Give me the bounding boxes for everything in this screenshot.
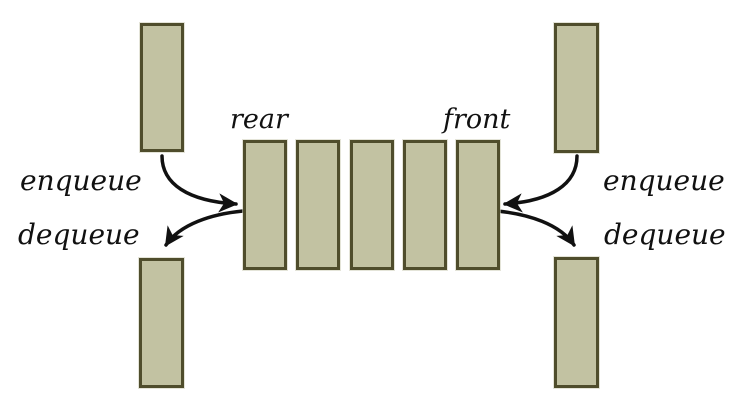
incoming-item-block-top-left [140, 23, 184, 152]
queue-cell [243, 140, 287, 270]
dequeue-left-label: dequeue [18, 218, 140, 251]
rear-label: rear [230, 104, 288, 135]
dequeue-left-arrow [164, 209, 245, 247]
dequeue-right-arrow [495, 209, 576, 247]
queue-cell [349, 140, 394, 270]
dequeue-right-label: dequeue [604, 218, 726, 251]
queue-cell [456, 140, 500, 270]
queue-cell [296, 140, 341, 270]
enqueue-right-label: enqueue [603, 164, 725, 197]
incoming-item-block-top-right [554, 23, 599, 153]
queue-cells [243, 140, 500, 270]
enqueue-left-label: enqueue [20, 164, 142, 197]
front-label: front [443, 104, 511, 135]
enqueue-left-arrow [160, 154, 238, 213]
removed-item-block-bottom-right [554, 257, 599, 388]
removed-item-block-bottom-left [139, 258, 184, 388]
queue-cell [402, 140, 447, 270]
enqueue-right-arrow [503, 154, 579, 213]
